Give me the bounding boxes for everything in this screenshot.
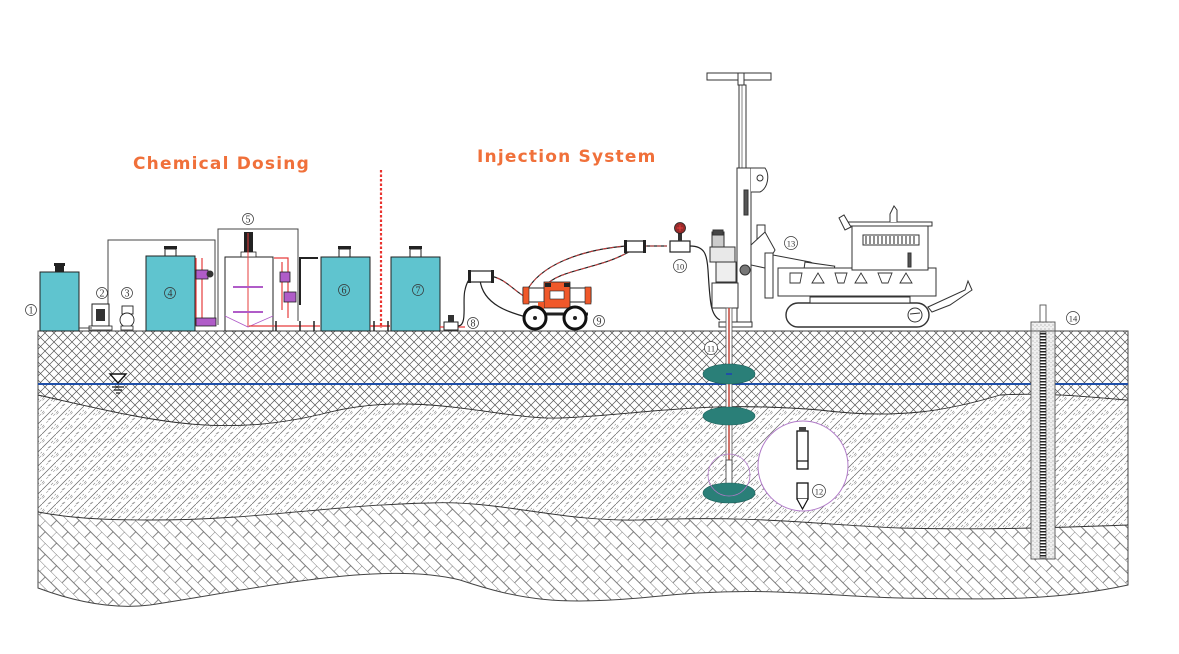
marker-1: 1 (25, 304, 37, 317)
marker-4-label: 4 (168, 289, 173, 300)
diaphragm-pump-2[interactable] (88, 303, 113, 331)
monitoring-well-14[interactable] (1030, 304, 1056, 560)
marker-5: 5 (242, 213, 254, 226)
flow-meter-2[interactable] (624, 240, 646, 253)
soil-outline (37, 330, 1129, 607)
marker-9-label: 9 (597, 317, 602, 328)
water-table-icon (108, 373, 128, 394)
marker-6-label: 6 (342, 286, 347, 297)
marker-4: 4 (164, 287, 176, 300)
valve-8[interactable] (440, 315, 465, 331)
marker-6: 6 (338, 284, 350, 297)
pipe-frame-2 (217, 228, 299, 325)
marker-10-label: 10 (676, 262, 685, 272)
plume-3 (702, 482, 756, 504)
component-markers: 1 2 3 4 5 6 7 8 9 10 11 12 13 14 (25, 213, 1080, 498)
marker-13-label: 13 (787, 239, 796, 249)
marker-7: 7 (412, 284, 424, 297)
marker-3-label: 3 (125, 289, 130, 300)
injection-system-title: Injection System (477, 147, 657, 167)
injection-pump-cart-9[interactable] (522, 281, 592, 331)
mixing-tank-5[interactable] (224, 232, 320, 332)
pressure-gauge-10[interactable] (669, 222, 691, 253)
marker-8-label: 8 (471, 319, 476, 330)
injection-tip-detail-12[interactable] (757, 420, 849, 512)
marker-1-label: 1 (29, 306, 34, 317)
marker-12: 12 (812, 484, 826, 498)
soil-profile (38, 331, 1128, 607)
injection-rod-11[interactable] (725, 307, 733, 503)
marker-14: 14 (1066, 311, 1080, 325)
pipe-frame-1 (107, 239, 216, 331)
chemical-dosing-title: Chemical Dosing (133, 154, 310, 174)
marker-12-label: 12 (815, 487, 824, 497)
detail-callout-small (707, 453, 751, 497)
marker-2-label: 2 (100, 289, 105, 300)
tank-4[interactable] (145, 246, 217, 332)
tank-6[interactable] (320, 246, 371, 332)
tank-7[interactable] (390, 246, 441, 332)
flow-meter-1[interactable] (468, 270, 494, 283)
transfer-pump-3[interactable] (119, 305, 135, 331)
marker-11: 11 (704, 341, 718, 355)
marker-3: 3 (121, 287, 133, 300)
marker-9: 9 (593, 315, 605, 328)
marker-2: 2 (96, 287, 108, 300)
marker-14-label: 14 (1069, 314, 1078, 324)
crawler-drill-rig-13[interactable] (706, 72, 973, 328)
marker-7-label: 7 (416, 286, 421, 297)
injection-plumes (702, 363, 756, 504)
marker-5-label: 5 (246, 215, 251, 226)
marker-10: 10 (673, 259, 687, 273)
marker-8: 8 (467, 317, 479, 330)
tank-1[interactable] (39, 263, 80, 332)
injection-hoses (457, 245, 721, 327)
plume-2 (702, 406, 756, 426)
marker-11-label: 11 (707, 344, 715, 354)
marker-13: 13 (784, 236, 798, 250)
